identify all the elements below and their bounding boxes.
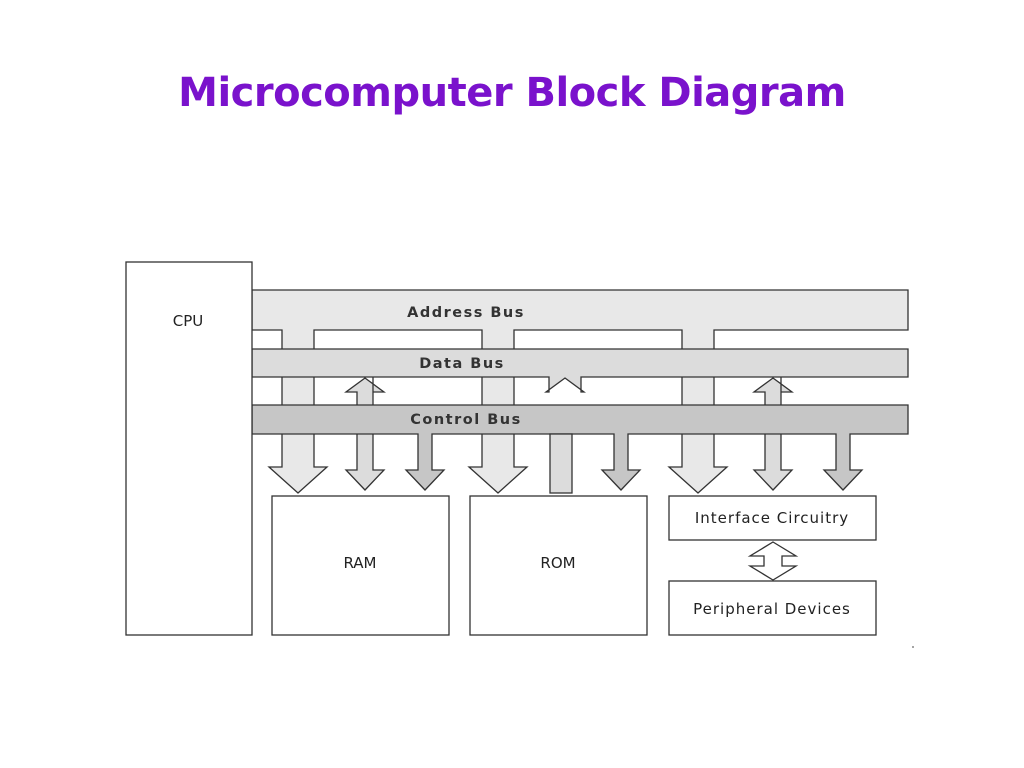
- stray-dot: [912, 646, 914, 648]
- peripheral-devices-label: Peripheral Devices: [693, 600, 851, 618]
- control-bus-label: Control Bus: [410, 412, 522, 428]
- peripheral-devices-block: [668, 580, 877, 636]
- rom-data-bus-stem: [549, 433, 573, 494]
- address-bus: [251, 289, 909, 494]
- data-bus-label: Data Bus: [419, 356, 505, 372]
- slide-title: Microcomputer Block Diagram: [178, 70, 846, 116]
- ram-block: [271, 495, 450, 636]
- ram-label: RAM: [343, 554, 376, 572]
- interface-peripheral-arrow: [747, 541, 799, 581]
- interface-circuitry-label: Interface Circuitry: [695, 509, 849, 527]
- interface-circuitry-block: [668, 495, 877, 541]
- cpu-block: [125, 261, 253, 636]
- address-bus-label: Address Bus: [407, 305, 525, 321]
- rom-block: [469, 495, 648, 636]
- rom-label: ROM: [540, 554, 575, 572]
- cpu-label: CPU: [173, 312, 204, 330]
- control-bus: [251, 404, 909, 491]
